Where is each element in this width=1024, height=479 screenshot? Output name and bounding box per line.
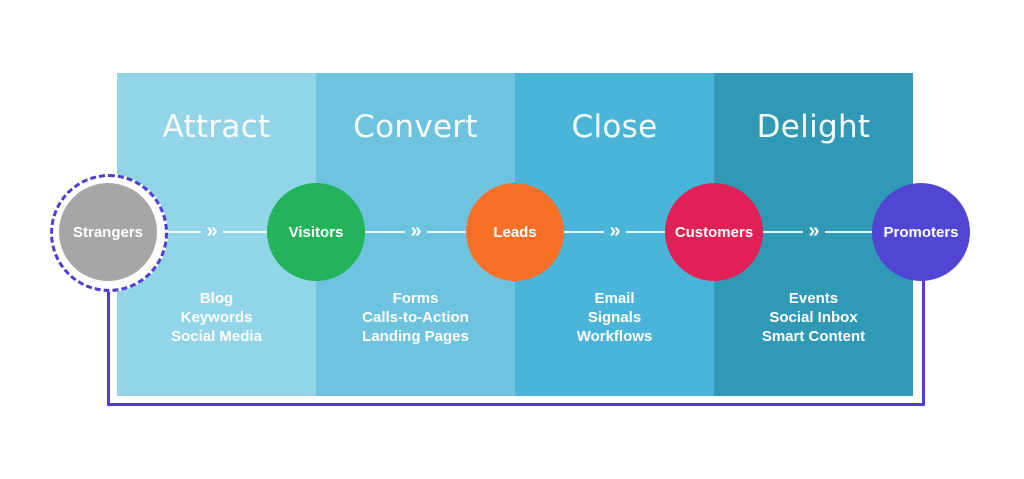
tactic-item: Social Media <box>171 328 262 345</box>
node-customers: Customers <box>665 183 763 281</box>
stage-title: Close <box>571 109 658 145</box>
node-visitors: Visitors <box>267 183 365 281</box>
double-chevron-right-icon: » <box>201 219 223 243</box>
double-chevron-right-icon: » <box>803 219 825 243</box>
tactic-item: Signals <box>587 309 642 326</box>
tactic-item: Email <box>594 290 635 307</box>
tactic-item: Keywords <box>180 309 253 326</box>
tactic-item: Blog <box>199 290 234 307</box>
stage-tactics: Events Social Inbox Smart Content <box>714 289 913 346</box>
node-strangers: Strangers <box>59 183 157 281</box>
tactic-item: Calls-to-Action <box>362 309 469 326</box>
stage-tactics: Forms Calls-to-Action Landing Pages <box>316 289 515 346</box>
stage-tactics: Email Signals Workflows <box>515 289 714 346</box>
tactic-item: Workflows <box>576 328 653 345</box>
stage-tactics: Blog Keywords Social Media <box>117 289 316 346</box>
tactic-item: Social Inbox <box>769 309 858 326</box>
tactic-item: Landing Pages <box>362 328 469 345</box>
node-label: Visitors <box>288 223 344 241</box>
tactic-item: Events <box>788 290 839 307</box>
feedback-loop-line <box>107 232 925 406</box>
tactic-item: Forms <box>392 290 439 307</box>
node-label: Promoters <box>883 223 959 241</box>
tactic-item: Smart Content <box>761 328 866 345</box>
stage-title: Delight <box>756 109 871 145</box>
double-chevron-right-icon: » <box>604 219 626 243</box>
node-label: Strangers <box>72 223 144 241</box>
node-label: Leads <box>493 223 537 241</box>
stage-title: Attract <box>162 109 271 145</box>
stage-title: Convert <box>353 109 478 145</box>
node-leads: Leads <box>466 183 564 281</box>
double-chevron-right-icon: » <box>405 219 427 243</box>
node-promoters: Promoters <box>872 183 970 281</box>
node-label: Customers <box>674 223 754 241</box>
